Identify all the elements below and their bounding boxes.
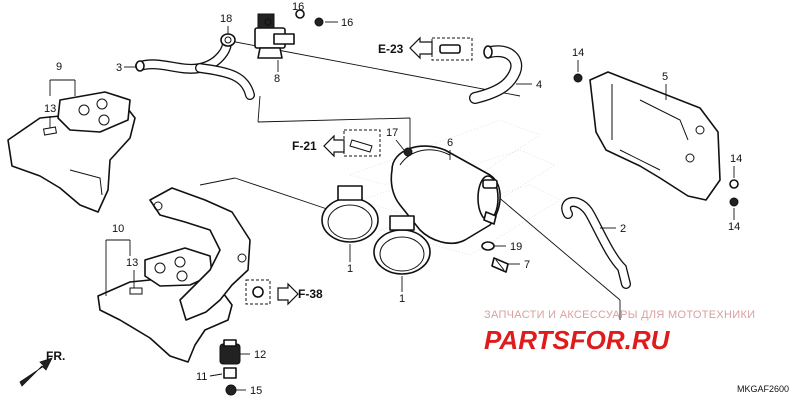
watermark-brand: PARTSFOR.RU — [484, 325, 671, 355]
callout-18: 18 — [220, 13, 232, 25]
watermark-subtitle: ЗАПЧАСТИ И АКСЕССУАРЫ ДЛЯ МОТОТЕХНИКИ — [484, 309, 755, 321]
reference-label-f38: F-38 — [298, 287, 323, 301]
canister-band-lower — [373, 215, 431, 275]
reference-label-e23: E-23 — [378, 42, 404, 56]
callout-15: 15 — [250, 385, 262, 397]
canister-band-upper — [321, 185, 379, 243]
diagram-code: MKGAF2600 — [737, 384, 789, 394]
direction-label: FR. — [46, 349, 65, 363]
callout-14-top: 14 — [572, 47, 584, 59]
reference-f21: F-21 — [292, 129, 381, 158]
o-ring-19 — [481, 241, 495, 251]
callout-14-low: 14 — [728, 221, 740, 233]
fitting-7 — [491, 257, 509, 273]
callout-1-lower: 1 — [399, 293, 405, 305]
reference-label-f21: F-21 — [292, 139, 317, 153]
callout-11: 11 — [196, 371, 207, 383]
callout-1-upper: 1 — [347, 263, 353, 275]
callout-10: 10 — [112, 223, 124, 235]
callout-9: 9 — [56, 61, 62, 73]
stay-bracket — [149, 187, 251, 321]
callout-19: 19 — [510, 241, 522, 253]
callout-8: 8 — [274, 73, 280, 85]
evap-canister — [390, 145, 501, 245]
callout-12: 12 — [254, 349, 266, 361]
bolts-14 — [573, 73, 739, 207]
callout-5: 5 — [662, 71, 668, 83]
front-direction-arrow: FR. — [19, 349, 65, 387]
callout-14-mid: 14 — [730, 153, 742, 165]
hose-lower-right — [561, 197, 631, 289]
purge-control-valve — [254, 13, 295, 59]
callout-13-upper: 13 — [44, 103, 56, 115]
watermark: ЗАПЧАСТИ И АКСЕССУАРЫ ДЛЯ МОТОТЕХНИКИ PA… — [484, 309, 755, 355]
reference-f38: F-38 — [245, 279, 323, 306]
bolts-16 — [295, 9, 324, 27]
canister-cover-right — [589, 71, 721, 201]
callout-7: 7 — [524, 259, 530, 271]
callout-17: 17 — [386, 127, 398, 139]
callout-16: 16 — [292, 1, 304, 13]
clip-18 — [220, 33, 236, 47]
cover-upper-left — [7, 91, 136, 213]
collar-11 — [223, 367, 237, 379]
hose-upper — [135, 35, 255, 100]
callouts: 9 13 10 13 3 18 16 16 8 4 6 17 5 — [44, 1, 742, 397]
bolt-15 — [225, 384, 237, 396]
callout-3: 3 — [116, 62, 122, 74]
callout-13-lower: 13 — [126, 257, 138, 269]
callout-2: 2 — [620, 223, 626, 235]
hose-right — [469, 45, 523, 104]
reference-e23: E-23 — [378, 36, 473, 61]
callout-6: 6 — [447, 137, 453, 149]
callout-4: 4 — [536, 79, 542, 91]
rubber-mount-12 — [219, 339, 241, 365]
callout-16b: 16 — [341, 17, 353, 29]
